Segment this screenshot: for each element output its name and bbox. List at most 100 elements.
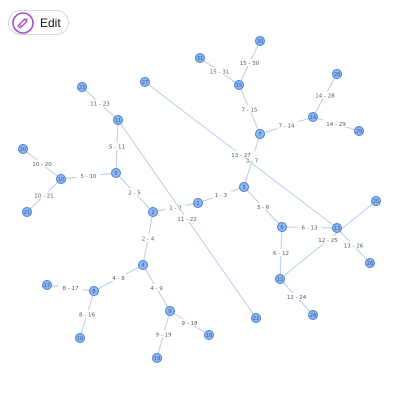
graph-node[interactable]: 9	[165, 306, 175, 316]
node-circle[interactable]	[204, 330, 214, 340]
edge-label: 8 - 16	[79, 313, 95, 319]
graph-node[interactable]: 23	[77, 82, 87, 92]
node-circle[interactable]	[140, 77, 150, 87]
graph-node[interactable]: 10	[56, 174, 66, 184]
graph-node[interactable]: 7	[255, 129, 265, 139]
nodes-layer: 1234567891011121314151617181920212223242…	[18, 36, 381, 363]
node-circle[interactable]	[365, 258, 375, 268]
node-circle[interactable]	[56, 174, 66, 184]
graph-node[interactable]: 5	[111, 168, 121, 178]
node-label: 22	[253, 316, 259, 322]
node-circle[interactable]	[42, 280, 52, 290]
edge-label: 6 - 12	[273, 251, 289, 257]
edge-label-bg	[205, 67, 234, 75]
node-circle[interactable]	[332, 223, 342, 233]
edge-label: 13 - 27	[231, 153, 251, 159]
graph-node[interactable]: 16	[75, 333, 85, 343]
node-circle[interactable]	[89, 286, 99, 296]
graph-node[interactable]: 8	[89, 286, 99, 296]
graph-node[interactable]: 6	[277, 222, 287, 232]
graph-node[interactable]: 18	[204, 330, 214, 340]
node-circle[interactable]	[275, 274, 285, 284]
graph-node[interactable]: 26	[365, 258, 375, 268]
node-circle[interactable]	[193, 198, 203, 208]
node-circle[interactable]	[277, 222, 287, 232]
graph-node[interactable]: 12	[275, 274, 285, 284]
graph-node[interactable]: 29	[354, 126, 364, 136]
edit-button-label: Edit	[40, 15, 61, 30]
graph-node[interactable]: 2	[148, 207, 158, 217]
node-label: 15	[236, 83, 242, 89]
edge-label: 11 - 23	[90, 102, 110, 108]
edge-label: 3 - 7	[246, 159, 259, 165]
node-circle[interactable]	[113, 115, 123, 125]
node-circle[interactable]	[111, 168, 121, 178]
edit-button[interactable]: Edit	[8, 10, 69, 35]
edge-label-bg	[269, 249, 293, 256]
edge-label: 1 - 3	[215, 193, 228, 199]
graph-node[interactable]: 21	[22, 207, 32, 217]
node-circle[interactable]	[77, 82, 87, 92]
edge-label-bg	[30, 191, 58, 199]
edge-label: 5 - 10	[81, 174, 97, 180]
node-circle[interactable]	[22, 207, 32, 217]
edge-label-bg	[177, 319, 202, 326]
graph-node[interactable]: 1	[193, 198, 203, 208]
edge-label-bg	[137, 234, 159, 242]
edge-label-bg	[105, 142, 129, 150]
node-circle[interactable]	[234, 80, 244, 90]
edge-label: 11 - 22	[177, 217, 196, 223]
node-label: 31	[197, 56, 203, 62]
edge-label-bg	[146, 284, 167, 291]
node-circle[interactable]	[138, 260, 148, 270]
graph-node[interactable]: 28	[332, 69, 342, 79]
node-circle[interactable]	[255, 129, 265, 139]
edge-label-bg	[86, 99, 114, 107]
node-circle[interactable]	[75, 333, 85, 343]
graph-node[interactable]: 11	[113, 115, 123, 125]
graph-node[interactable]: 31	[195, 53, 205, 63]
edge-label-bg	[58, 284, 83, 291]
node-circle[interactable]	[308, 112, 318, 122]
node-label: 30	[257, 39, 263, 45]
node-circle[interactable]	[239, 182, 249, 192]
node-circle[interactable]	[148, 207, 158, 217]
graph-node[interactable]: 24	[308, 310, 318, 320]
graph-node[interactable]: 27	[140, 77, 150, 87]
graph-node[interactable]: 20	[18, 144, 28, 154]
node-circle[interactable]	[354, 126, 364, 136]
node-circle[interactable]	[165, 306, 175, 316]
node-label: 19	[154, 356, 160, 362]
graph-node[interactable]: 13	[332, 223, 342, 233]
node-circle[interactable]	[18, 144, 28, 154]
node-circle[interactable]	[308, 310, 318, 320]
node-label: 16	[77, 336, 83, 342]
graph-node[interactable]: 17	[42, 280, 52, 290]
node-circle[interactable]	[332, 69, 342, 79]
node-label: 29	[356, 129, 362, 135]
graph-node[interactable]: 30	[255, 36, 265, 46]
graph-node[interactable]: 22	[251, 313, 261, 323]
node-circle[interactable]	[251, 313, 261, 323]
node-circle[interactable]	[195, 53, 205, 63]
graph-node[interactable]: 25	[371, 196, 381, 206]
edge-label-bg	[28, 160, 56, 167]
edge-label: 1 - 2	[169, 206, 181, 212]
edge-label: 4 - 9	[150, 286, 163, 292]
edge-label: 6 - 13	[302, 226, 318, 232]
edge-label: 12 - 25	[318, 238, 338, 244]
graph-node[interactable]: 15	[234, 80, 244, 90]
node-circle[interactable]	[152, 353, 162, 363]
edge-label-bg	[314, 236, 342, 243]
node-circle[interactable]	[255, 36, 265, 46]
node-label: 11	[115, 118, 121, 124]
edge-label-bg	[241, 156, 263, 164]
graph-node[interactable]: 4	[138, 260, 148, 270]
graph-node[interactable]: 3	[239, 182, 249, 192]
node-circle[interactable]	[371, 196, 381, 206]
node-label: 5	[114, 171, 117, 177]
graph-node[interactable]: 14	[308, 112, 318, 122]
node-label: 23	[79, 85, 85, 91]
edge-label: 13 - 26	[344, 244, 364, 250]
graph-node[interactable]: 19	[152, 353, 162, 363]
